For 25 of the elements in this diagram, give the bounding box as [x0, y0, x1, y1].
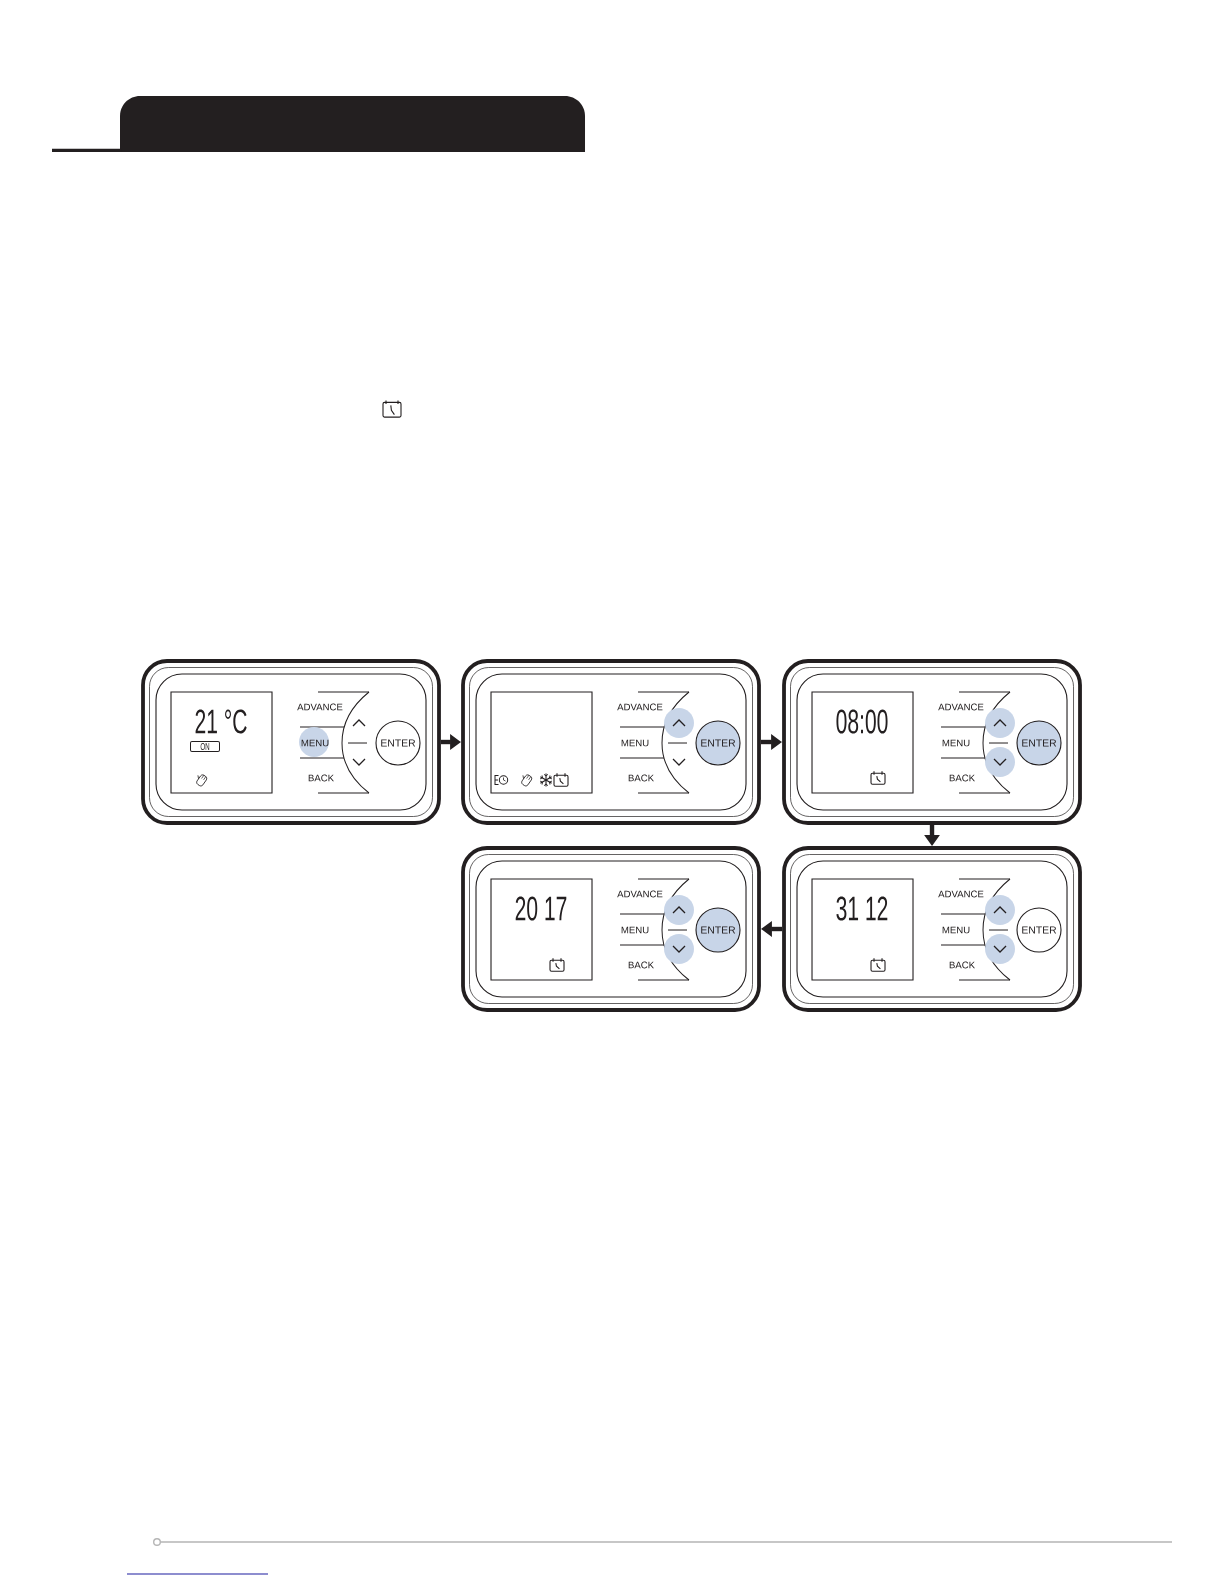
button-label: MENU	[942, 739, 970, 747]
button-label: MENU	[621, 739, 649, 747]
button-label: MENU	[942, 926, 970, 934]
display-readout: 21 °C	[195, 709, 247, 734]
button-label: ADVANCE	[617, 703, 663, 711]
display-readout: 08:00	[836, 709, 888, 734]
button-label: BACK	[949, 774, 975, 782]
button-label: MENU	[621, 926, 649, 934]
enter-button: ENTER	[695, 720, 741, 766]
button-label: BACK	[628, 774, 654, 782]
button-label: BACK	[628, 961, 654, 969]
button-label: BACK	[308, 774, 334, 782]
enter-button: ENTER	[1016, 907, 1062, 953]
status-tag: ON	[190, 741, 220, 752]
button-label: ADVANCE	[617, 890, 663, 898]
button-label: ADVANCE	[938, 890, 984, 898]
button-label: BACK	[949, 961, 975, 969]
enter-button: ENTER	[695, 907, 741, 953]
display-readout: 20 17	[515, 896, 567, 921]
pressed-button: MENU	[299, 727, 329, 757]
display-readout: 31 12	[836, 896, 888, 921]
button-label: ADVANCE	[938, 703, 984, 711]
enter-button: ENTER	[375, 720, 421, 766]
button-label: ADVANCE	[297, 703, 343, 711]
enter-button: ENTER	[1016, 720, 1062, 766]
